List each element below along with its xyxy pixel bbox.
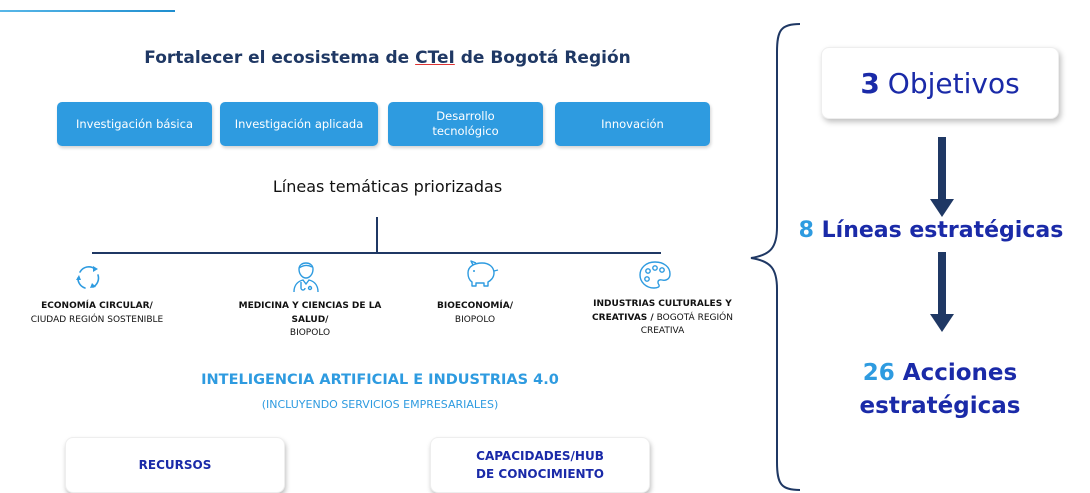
line-label-economia-circular: ECONOMÍA CIRCULAR/CIUDAD REGIÓN SOSTENIB… <box>30 301 164 325</box>
line-label-industrias-culturales: INDUSTRIAS CULTURALES Y CREATIVAS / BOGO… <box>592 299 733 336</box>
ai-title: INTELIGENCIA ARTIFICIAL E INDUSTRIAS 4.0 <box>201 372 559 388</box>
tree-trunk-line <box>376 217 378 253</box>
pill-innovacion: Innovación <box>555 102 710 146</box>
line-label-medicina: MEDICINA Y CIENCIAS DE LA SALUD/ BIOPOLO <box>238 301 382 338</box>
palette-icon <box>639 261 671 289</box>
doctor-icon <box>293 262 319 293</box>
down-arrow-icon <box>930 252 954 332</box>
capabilities-hub-box: CAPACIDADES/HUB DE CONOCIMIENTO <box>430 437 650 493</box>
ai-subtitle: (INCLUYENDO SERVICIOS EMPRESARIALES) <box>261 398 499 411</box>
tree-branch-line <box>92 252 661 254</box>
strategic-actions-count: 26 Acciones estratégicas <box>859 360 1021 420</box>
pill-desarrollo-tecnologico: Desarrollo tecnológico <box>388 102 543 146</box>
pill-investigacion-aplicada: Investigación aplicada <box>220 102 378 146</box>
top-accent-line <box>0 10 175 12</box>
thematic-lines-subtitle: Líneas temáticas priorizadas <box>272 177 503 196</box>
piggy-bank-icon <box>467 260 499 287</box>
pill-investigacion-basica: Investigación básica <box>57 102 212 146</box>
resources-box: RECURSOS <box>65 437 285 493</box>
down-arrow-icon <box>930 137 954 217</box>
line-label-bioeconomia: BIOECONOMÍA/BIOPOLO <box>436 301 513 325</box>
curly-brace <box>750 23 801 491</box>
page-title: Fortalecer el ecosistema de CTeI de Bogo… <box>144 48 631 68</box>
recycle-icon <box>76 266 100 289</box>
strategic-lines-count: 8 Líneas estratégicas <box>798 218 1064 243</box>
